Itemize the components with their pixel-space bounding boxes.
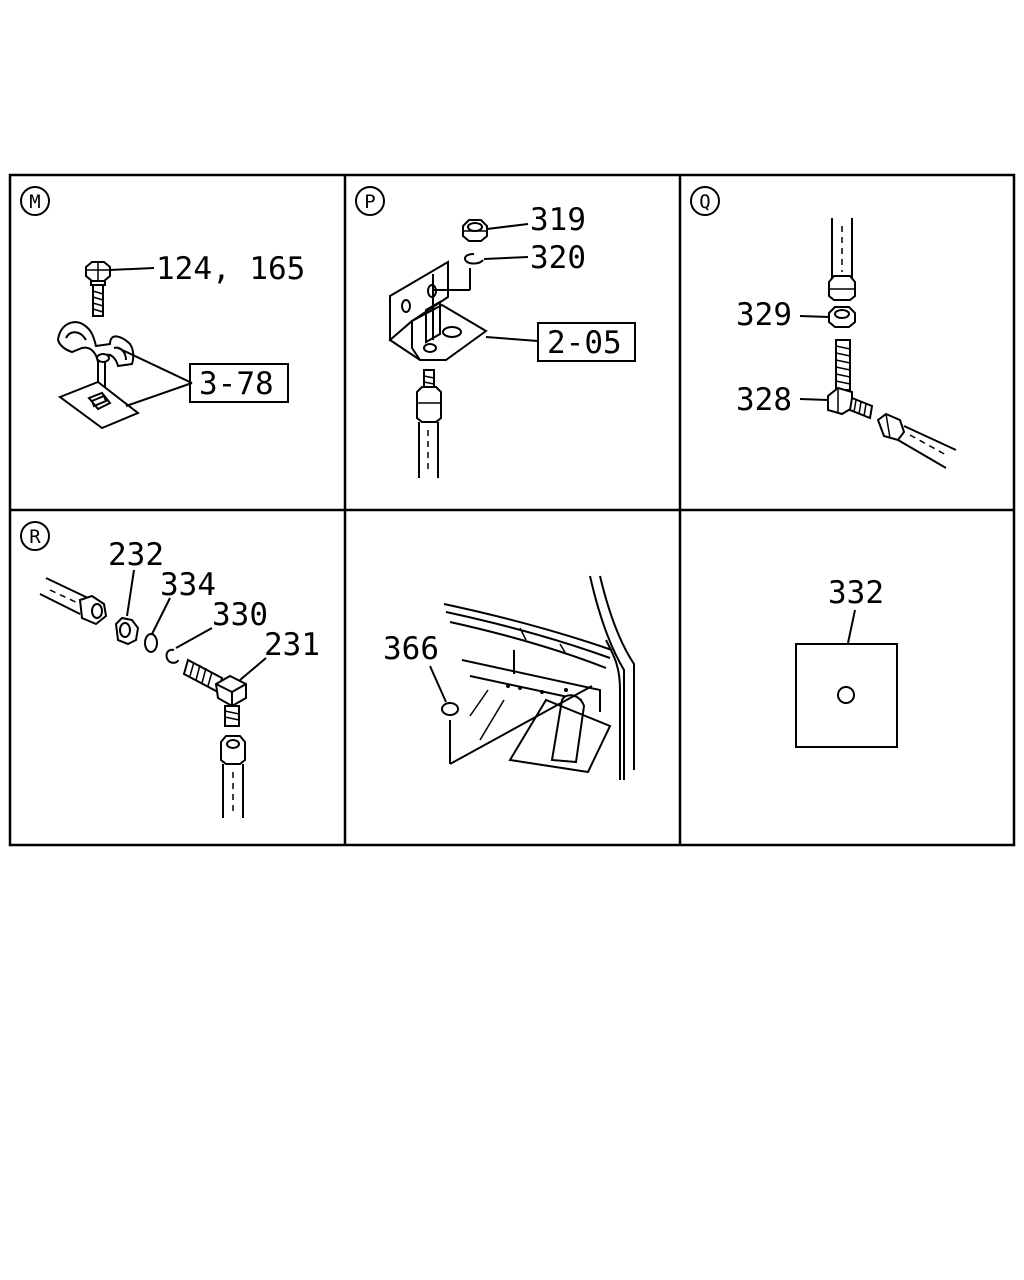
label-elbow-231: 231 xyxy=(264,627,320,663)
label-nut-232: 232 xyxy=(108,537,164,573)
panel-q: Q 329 xyxy=(690,186,957,469)
label-washer-334: 334 xyxy=(160,567,216,603)
panel-r-letter: R xyxy=(29,526,41,548)
plate-illustration xyxy=(57,380,140,430)
label-ref-3-78: 3-78 xyxy=(199,366,274,402)
washer-334-illustration xyxy=(144,633,158,653)
bracket-illustration xyxy=(388,260,488,361)
washer-330-illustration xyxy=(165,648,179,664)
upper-pipe-illustration xyxy=(828,218,856,301)
label-elbow-328: 328 xyxy=(736,382,792,418)
elbow-328-illustration xyxy=(827,339,874,420)
ref-box-3-78 xyxy=(189,363,289,403)
lock-washer-illustration xyxy=(463,253,484,265)
pad-hole xyxy=(837,686,855,704)
panel-q-letter: Q xyxy=(699,191,710,213)
label-washer-320: 320 xyxy=(530,240,586,276)
label-grommet-366: 366 xyxy=(383,631,439,667)
elbow-231-illustration xyxy=(182,658,247,727)
label-bolt-124-165: 124, 165 xyxy=(156,251,305,287)
nut-232-illustration xyxy=(114,616,140,646)
grommet-366-illustration xyxy=(441,702,459,716)
label-pad-332: 332 xyxy=(828,575,884,611)
panel-m-letter: M xyxy=(29,191,40,213)
panel-cab: 366 xyxy=(383,575,635,780)
cab-interior-illustration xyxy=(443,575,635,780)
panel-p-letter: P xyxy=(364,191,375,213)
label-nut-329: 329 xyxy=(736,297,792,333)
panel-q-marker: Q xyxy=(690,186,720,216)
bolt-illustration xyxy=(85,261,111,317)
panel-grid xyxy=(8,173,1016,847)
panel-p-marker: P xyxy=(355,186,385,216)
panel-pad: 332 xyxy=(795,575,898,748)
pad-332-illustration xyxy=(795,643,898,748)
lower-pipe-illustration xyxy=(876,412,957,469)
nut-329-illustration xyxy=(828,306,856,328)
panel-m-marker: M xyxy=(20,186,50,216)
label-nut-319: 319 xyxy=(530,202,586,238)
panel-p: P 319 320 2-05 xyxy=(355,186,636,478)
panel-m: M 124, 165 xyxy=(20,186,305,430)
lower-pipe-r-illustration xyxy=(220,735,246,818)
panel-r: R 232 334 330 xyxy=(20,521,320,818)
stud-pipe-illustration xyxy=(416,369,442,478)
nut-illustration xyxy=(462,219,488,242)
panel-r-marker: R xyxy=(20,521,50,551)
left-pipe-illustration xyxy=(39,577,108,626)
ref-box-2-05 xyxy=(537,322,636,362)
label-ref-2-05: 2-05 xyxy=(547,325,622,361)
label-washer-330: 330 xyxy=(212,597,268,633)
